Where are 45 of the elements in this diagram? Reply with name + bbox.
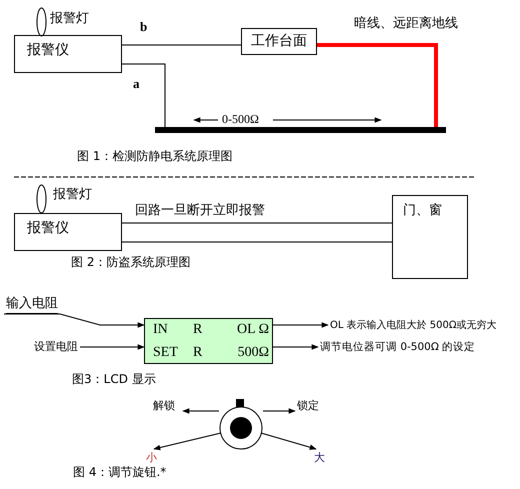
text-label: 调节电位器可调 0-500Ω 的设定 bbox=[320, 340, 480, 355]
wire bbox=[122, 222, 392, 224]
text-label: 小 bbox=[146, 452, 158, 465]
device-box: 报警仪 bbox=[14, 213, 122, 251]
text-label: 设置电阻 bbox=[34, 340, 80, 354]
arrow bbox=[260, 432, 317, 450]
alarm-lamp-symbol bbox=[36, 7, 47, 37]
lamp-label: 报警灯 bbox=[53, 188, 92, 202]
alarm-lamp-symbol bbox=[36, 184, 47, 214]
lcd-display bbox=[144, 318, 273, 364]
lamp-label: 报警灯 bbox=[50, 12, 89, 26]
text-label: OL 表示输入电阻大於 500Ω或无穷大 bbox=[330, 318, 518, 333]
figure-caption: 图3：LCD 显示 bbox=[72, 373, 156, 386]
wire bbox=[317, 43, 438, 127]
lcd-text: 500Ω bbox=[236, 345, 269, 360]
ground-bar bbox=[155, 127, 446, 133]
arrow bbox=[80, 344, 145, 350]
lcd-text: R bbox=[193, 345, 204, 360]
wire bbox=[122, 44, 242, 46]
text-label: 输入电阻 bbox=[6, 297, 60, 314]
text-label: 大 bbox=[314, 452, 326, 465]
arrow bbox=[262, 408, 296, 414]
edge-label: 回路一旦断开立即报警 bbox=[134, 204, 266, 218]
figure-caption: 图 1：检测防静电系统原理图 bbox=[77, 150, 232, 164]
device-box: 报警仪 bbox=[14, 35, 122, 73]
text-label: 锁定 bbox=[297, 400, 325, 413]
arrow bbox=[4, 314, 145, 328]
lcd-text: OL Ω bbox=[236, 322, 269, 337]
wire bbox=[122, 64, 166, 128]
lcd-text: R bbox=[193, 322, 204, 337]
device-box: 工作台面 bbox=[241, 28, 317, 55]
knob-drawing bbox=[219, 399, 263, 450]
edge-label: 暗线、远距离地线 bbox=[353, 17, 459, 32]
dimension-label: 0-500Ω bbox=[222, 113, 259, 126]
arrow bbox=[272, 322, 329, 328]
lcd-text: SET bbox=[153, 345, 179, 360]
lcd-text: IN bbox=[153, 322, 169, 337]
text-label: 解锁 bbox=[153, 400, 181, 413]
arrow bbox=[182, 408, 220, 414]
figure-caption: 图 2：防盗系统原理图 bbox=[71, 256, 190, 270]
arrow bbox=[153, 432, 222, 450]
edge-label: b bbox=[139, 20, 148, 34]
device-box: 门、窗 bbox=[392, 195, 468, 279]
figure-caption: 图 4：调节旋钮.* bbox=[73, 466, 166, 480]
arrow bbox=[272, 344, 319, 350]
